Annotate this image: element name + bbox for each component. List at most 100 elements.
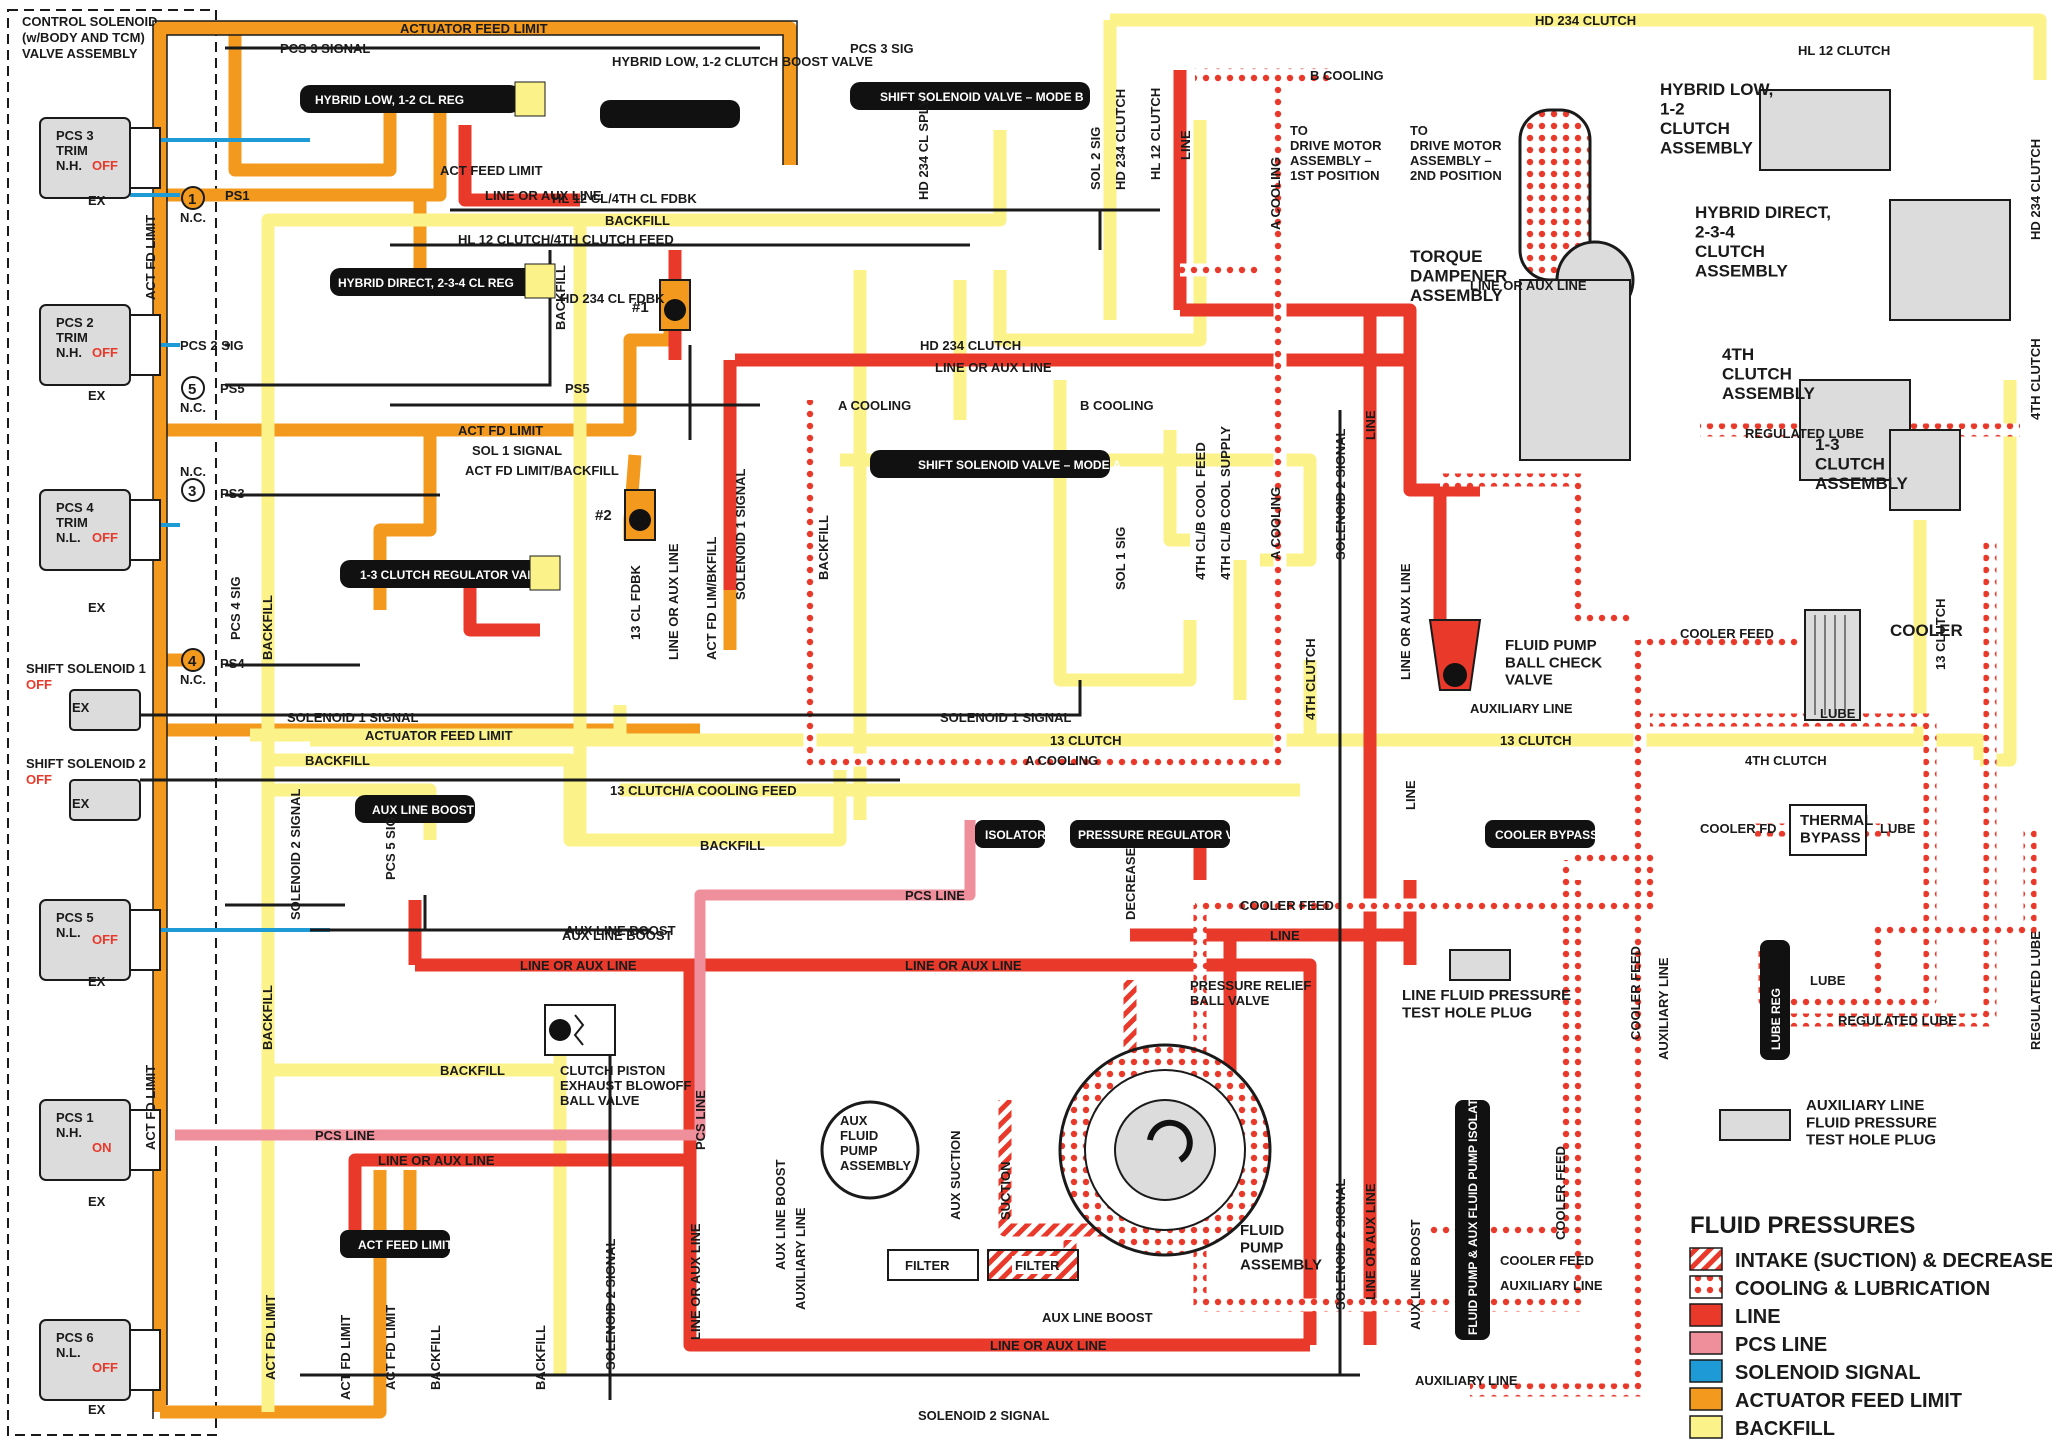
svg-text:SOLENOID 1 SIGNAL: SOLENOID 1 SIGNAL <box>733 468 748 600</box>
svg-text:HL 12 CLUTCH/4TH CLUTCH FEED: HL 12 CLUTCH/4TH CLUTCH FEED <box>458 232 674 247</box>
svg-text:LINE OR AUX LINE: LINE OR AUX LINE <box>905 958 1022 973</box>
svg-text:PCS LINE: PCS LINE <box>315 1128 375 1143</box>
legend-item-intake: INTAKE (SUCTION) & DECREASE <box>1689 1247 2052 1272</box>
pcs2-nh: N.H. <box>56 345 82 360</box>
svg-text:LINE OR AUX LINE: LINE OR AUX LINE <box>1398 563 1413 680</box>
svg-text:ACTUATOR FEED LIMIT: ACTUATOR FEED LIMIT <box>365 728 513 743</box>
pcs1-state: ON <box>92 1140 112 1155</box>
valve-hybrid-low: HYBRID LOW, 1-2 CL REG <box>300 81 546 117</box>
svg-text:HYBRID LOW, 1-2 CL REG: HYBRID LOW, 1-2 CL REG <box>315 93 464 107</box>
svg-text:4TH CLUTCH: 4TH CLUTCH <box>1745 753 1827 768</box>
svg-text:SOL 1 SIG: SOL 1 SIG <box>1113 527 1128 590</box>
pcs4-nl: N.L. <box>56 530 81 545</box>
svg-text:LINE OR AUX LINE: LINE OR AUX LINE <box>990 1338 1107 1353</box>
control-solenoid-box <box>7 9 217 1436</box>
control-solenoid-subtitle: (w/BODY AND TCM) <box>22 30 145 45</box>
svg-text:EX: EX <box>88 193 106 208</box>
valve-hybrid-direct: HYBRID DIRECT, 2-3-4 CL REG <box>330 263 556 299</box>
svg-text:SOLENOID 2 SIGNAL: SOLENOID 2 SIGNAL <box>918 1408 1050 1423</box>
clutch-assemblies <box>1518 89 2011 511</box>
passage-labels: ACTUATOR FEED LIMIT PCS 3 SIGNAL PCS 3 S… <box>180 13 1957 1423</box>
aux-fluid-pump <box>820 1100 920 1200</box>
svg-text:LINE: LINE <box>1270 928 1300 943</box>
svg-text:AUXILIARY LINE: AUXILIARY LINE <box>1500 1278 1603 1293</box>
legend: FLUID PRESSURES INTAKE (SUCTION) & DECRE… <box>1689 1212 2052 1440</box>
valve-13-clutch-reg: 1-3 CLUTCH REGULATOR VALVE <box>340 555 561 591</box>
svg-text:PS4: PS4 <box>220 656 245 671</box>
svg-text:4TH CL/B COOL FEED: 4TH CL/B COOL FEED <box>1193 442 1208 580</box>
svg-text:13 CLUTCH: 13 CLUTCH <box>1050 733 1122 748</box>
svg-text:REGULATED LUBE: REGULATED LUBE <box>1838 1013 1957 1028</box>
backfill-network <box>250 13 2047 1412</box>
pcs-line-network <box>175 820 976 1141</box>
control-solenoid-title: CONTROL SOLENOID <box>22 14 158 29</box>
svg-text:PS5: PS5 <box>565 381 590 396</box>
vertical-labels: ACT FD LIMIT ACT FD LIMIT BACKFILL BACKF… <box>143 88 2043 1400</box>
svg-text:BACKFILL: BACKFILL <box>553 265 568 330</box>
svg-text:AUX LINE BOOST: AUX LINE BOOST <box>773 1159 788 1270</box>
svg-text:ACT FD LIMIT: ACT FD LIMIT <box>338 1315 353 1400</box>
svg-text:FLUID PUMP & AUX FLUID PUMP IS: FLUID PUMP & AUX FLUID PUMP ISOLATOR <box>1466 1081 1480 1335</box>
svg-text:N.C.: N.C. <box>180 672 206 687</box>
svg-text:COOLER FEED: COOLER FEED <box>1628 946 1643 1040</box>
pcs2-trim: TRIM <box>56 330 88 345</box>
legend-title: FLUID PRESSURES <box>1690 1212 1915 1239</box>
svg-text:LUBE REG: LUBE REG <box>1769 988 1783 1050</box>
pcs3-nh: N.H. <box>56 158 82 173</box>
svg-text:13 CLUTCH: 13 CLUTCH <box>1933 598 1948 670</box>
svg-text:HD 234 CLUTCH: HD 234 CLUTCH <box>1535 13 1636 28</box>
svg-text:AUX SUCTION: AUX SUCTION <box>948 1130 963 1220</box>
svg-text:3: 3 <box>188 483 196 500</box>
svg-text:#1: #1 <box>632 299 649 316</box>
svg-text:COOLER FEED: COOLER FEED <box>1500 1253 1594 1268</box>
svg-text:EX: EX <box>88 1402 106 1417</box>
valve-pressure-regulator: PRESSURE REGULATOR VALVE <box>1070 820 1264 848</box>
svg-text:SOLENOID 2 SIGNAL: SOLENOID 2 SIGNAL <box>1333 428 1348 560</box>
thermal-bypass-box <box>1789 804 1867 856</box>
legend-item-solenoid-signal: SOLENOID SIGNAL <box>1689 1359 1921 1384</box>
svg-text:PCS 4 SIG: PCS 4 SIG <box>228 576 243 640</box>
svg-text:ACT FD LIMIT/BACKFILL: ACT FD LIMIT/BACKFILL <box>465 463 619 478</box>
ball-check-1: #1 <box>632 279 691 331</box>
svg-text:AUXILIARY LINE: AUXILIARY LINE <box>1656 957 1671 1060</box>
svg-text:AUXILIARY LINE: AUXILIARY LINE <box>793 1207 808 1310</box>
svg-text:EX: EX <box>72 796 90 811</box>
svg-text:4TH CLUTCH: 4TH CLUTCH <box>2028 338 2043 420</box>
valve-hybrid-low-boost: HYBRID LOW, 1-2 CLUTCH BOOST VALVE <box>600 54 873 128</box>
svg-text:ACTUATOR FEED LIMIT: ACTUATOR FEED LIMIT <box>400 21 548 36</box>
svg-text:PRESSURE REGULATOR VALVE: PRESSURE REGULATOR VALVE <box>1078 828 1264 842</box>
svg-text:BACKFILL: BACKFILL <box>700 838 765 853</box>
svg-text:SUCTION: SUCTION <box>998 1162 1013 1221</box>
svg-text:4TH CL/B COOL SUPPLY: 4TH CL/B COOL SUPPLY <box>1218 426 1233 580</box>
svg-text:PCS 2 SIG: PCS 2 SIG <box>180 338 244 353</box>
svg-text:SOL 2 SIG: SOL 2 SIG <box>1088 127 1103 190</box>
svg-text:COOLER FEED: COOLER FEED <box>1240 898 1334 913</box>
svg-text:COOLER FEED: COOLER FEED <box>1553 1146 1568 1240</box>
svg-text:A COOLING: A COOLING <box>1025 753 1098 768</box>
svg-text:HL 12 CLUTCH: HL 12 CLUTCH <box>1148 88 1163 180</box>
svg-text:LINE OR AUX LINE: LINE OR AUX LINE <box>688 1223 703 1340</box>
line-network <box>348 70 1480 1352</box>
svg-text:DECREASE: DECREASE <box>1123 847 1138 920</box>
valve-fluid-pump-aux: FLUID PUMP & AUX FLUID PUMP ISOLATOR <box>1455 1081 1490 1340</box>
svg-text:EX: EX <box>88 388 106 403</box>
svg-text:COOLER FEED: COOLER FEED <box>1680 626 1774 641</box>
svg-text:N.C.: N.C. <box>180 210 206 225</box>
svg-text:AUX LINE BOOST: AUX LINE BOOST <box>372 803 475 817</box>
svg-text:BACKFILL: BACKFILL <box>260 595 275 660</box>
svg-text:EX: EX <box>88 1194 106 1209</box>
control-solenoid-subtitle-2: VALVE ASSEMBLY <box>22 46 138 61</box>
svg-text:ACT FD LIMIT: ACT FD LIMIT <box>383 1305 398 1390</box>
svg-text:REGULATED LUBE: REGULATED LUBE <box>1745 426 1864 441</box>
pcs4-trim: TRIM <box>56 515 88 530</box>
valve-aux-line-boost: AUX LINE BOOST <box>355 795 475 823</box>
svg-text:INTAKE (SUCTION) & DECREASE: INTAKE (SUCTION) & DECREASE <box>1735 1250 2052 1272</box>
svg-text:LUBE: LUBE <box>1810 973 1846 988</box>
pcs4-name: PCS 4 <box>56 500 94 515</box>
